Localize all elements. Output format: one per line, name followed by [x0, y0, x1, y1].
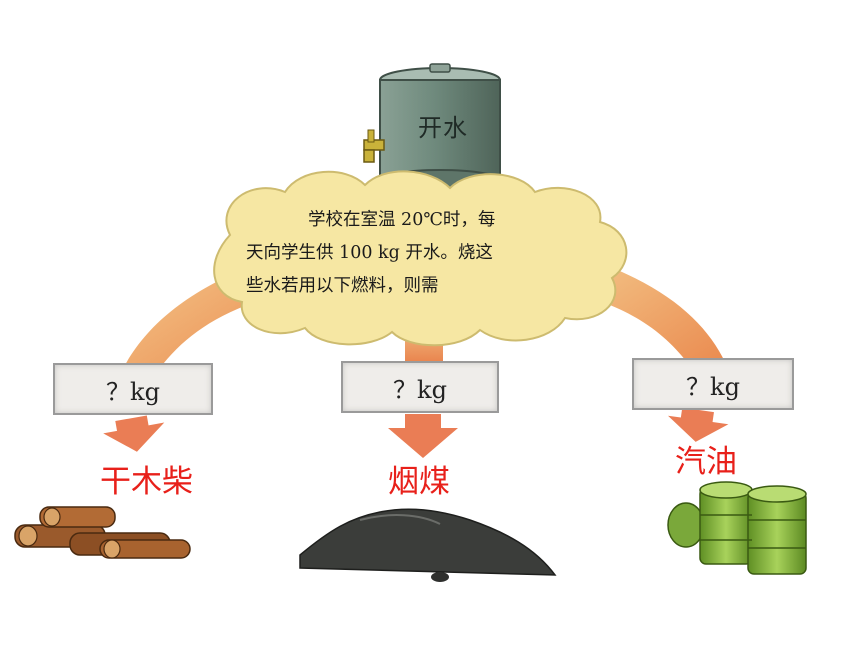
- fuel-label-coal: 烟煤: [388, 464, 450, 500]
- arrow-left-head: [103, 415, 165, 452]
- firewood-icon: [14, 506, 191, 559]
- problem-text: 学校在室温 20℃时，每 天向学生供 100 kg 开水。烧这 些水若用以下燃料…: [246, 204, 626, 303]
- answer-box-coal: ？kg: [341, 361, 499, 413]
- tank-label: 开水: [418, 114, 468, 142]
- coal-pile-icon: [299, 508, 557, 582]
- fuel-label-firewood: 干木柴: [100, 464, 193, 500]
- arrow-middle-head: [388, 414, 458, 458]
- problem-line-3: 些水若用以下燃料，则需: [246, 276, 439, 296]
- fuel-label-petrol: 汽油: [675, 444, 737, 480]
- problem-line-1: 学校在室温 20℃时，每: [308, 210, 496, 230]
- text-cloud: [213, 170, 628, 347]
- problem-line-2: 天向学生供 100 kg 开水。烧这: [246, 243, 493, 263]
- faucet-icon: [363, 129, 385, 163]
- arrow-right-head: [667, 407, 729, 442]
- answer-box-petrol: ？kg: [632, 358, 794, 410]
- answer-box-firewood: ？kg: [53, 363, 213, 415]
- oil-drum-icon: [667, 481, 807, 575]
